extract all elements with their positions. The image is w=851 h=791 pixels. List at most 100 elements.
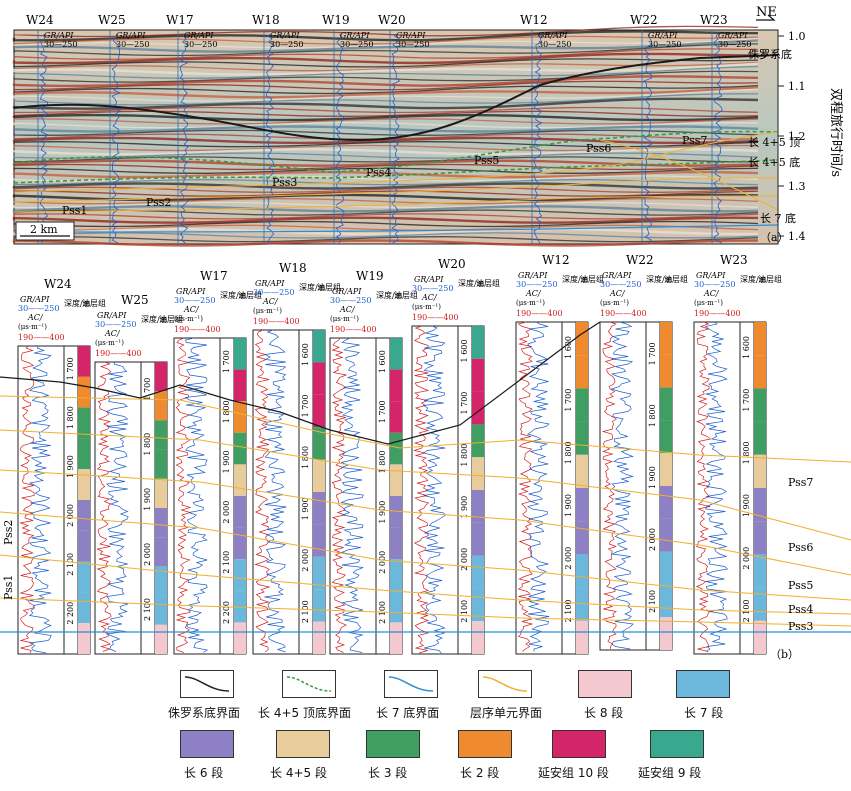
ac-unit: (μs·m⁻¹) <box>18 323 47 331</box>
gr-header: GR/API <box>97 311 127 320</box>
ac-header: AC/ <box>703 289 720 298</box>
strat-segment <box>78 592 90 624</box>
strat-segment <box>390 401 402 433</box>
seismic-well-name: W18 <box>252 13 280 27</box>
depth-tick: 2 000 <box>564 547 573 570</box>
legend-swatch-chang6 <box>180 730 234 758</box>
seismic-pss5: Pss5 <box>474 154 499 167</box>
gr-range: 30——250 <box>516 280 557 289</box>
strat-segment <box>576 488 588 522</box>
seismic-reflector <box>12 113 759 122</box>
seismic-gr-range: 30—250 <box>538 40 571 49</box>
gr-range: 30——250 <box>253 288 294 297</box>
strat-segment <box>78 561 90 593</box>
depth-tick: 1 700 <box>301 395 310 418</box>
strat-header: 油层组 <box>476 278 500 288</box>
seismic-pss6: Pss6 <box>586 142 611 155</box>
sequence-boundary-4 <box>599 139 779 211</box>
time-axis-label: 双程旅行时间/s <box>828 88 843 177</box>
strat-segment <box>754 454 766 488</box>
well-name: W23 <box>720 253 748 267</box>
legend-swatch-chang7-base <box>384 670 438 698</box>
scale-bar-text: 2 km <box>30 223 58 236</box>
corr-seq-c <box>0 469 851 576</box>
well-name: W22 <box>626 253 654 267</box>
seismic-reflector <box>13 190 759 197</box>
depth-tick: 1 800 <box>143 433 152 456</box>
seismic-reflector <box>12 97 759 110</box>
depth-tick: 1 800 <box>564 441 573 464</box>
well-name: W12 <box>542 253 570 267</box>
ac-curve <box>601 321 618 650</box>
strat-segment <box>78 500 90 531</box>
legend-swatch-sequence-boundary <box>478 670 532 698</box>
time-tick-label: 1.4 <box>788 230 806 243</box>
depth-tick: 2 100 <box>66 553 75 576</box>
strat-segment <box>313 589 325 622</box>
well-column-w12: W12GR/API30——250AC/(μs·m⁻¹)190——400深度/m油… <box>515 253 604 655</box>
seismic-reflector <box>12 125 759 133</box>
seismic-gr-range: 30—250 <box>44 40 77 49</box>
depth-tick: 1 600 <box>378 350 387 373</box>
panel-a-seismic: W24GR/API30—250W25GR/API30—250W17GR/API3… <box>12 5 843 247</box>
strat-segment <box>155 508 167 538</box>
gr-header: GR/API <box>176 287 206 296</box>
gr-range: 30——250 <box>694 280 735 289</box>
depth-tick: 1 800 <box>222 400 231 423</box>
strat-segment <box>390 496 402 528</box>
well-name: W25 <box>121 293 149 307</box>
depth-tick: 1 900 <box>460 496 469 519</box>
depth-tick: 1 700 <box>222 350 231 373</box>
ac-range: 190——400 <box>516 309 563 318</box>
strat-segment <box>754 421 766 455</box>
strat-header: 油层组 <box>82 298 106 308</box>
seismic-gr-range: 30—250 <box>184 40 217 49</box>
depth-header: 深度/m <box>141 314 168 324</box>
depth-tick: 2 000 <box>143 543 152 566</box>
seismic-reflector <box>13 198 759 205</box>
ac-unit: (μs·m⁻¹) <box>253 307 282 315</box>
seismic-reflector <box>13 35 759 45</box>
strat-segment <box>660 617 672 650</box>
strat-segment <box>234 432 246 465</box>
direction-label: NE <box>756 5 777 20</box>
ac-unit: (μs·m⁻¹) <box>174 315 203 323</box>
seismic-gr-curve <box>179 33 189 244</box>
ac-curve <box>331 337 348 653</box>
well-pss3: Pss3 <box>788 620 813 633</box>
seismic-reflector <box>13 144 759 152</box>
seismic-gr-header: GR/API <box>340 31 370 40</box>
well-name: W20 <box>438 257 466 271</box>
strat-segment <box>472 326 484 359</box>
well-column-w19: W19GR/API30——250AC/(μs·m⁻¹)190——400深度/m油… <box>329 269 418 655</box>
seismic-well-name: W20 <box>378 13 406 27</box>
strat-segment <box>660 354 672 388</box>
depth-tick: 1 700 <box>143 378 152 401</box>
strat-segment <box>234 527 246 560</box>
seismic-reflector <box>13 201 759 209</box>
seismic-reflector <box>13 236 759 243</box>
seismic-gr-curve <box>111 33 121 244</box>
seismic-reflector <box>13 163 759 171</box>
strat-segment <box>78 407 90 439</box>
well-name: W18 <box>279 261 307 275</box>
depth-tick: 2 000 <box>222 501 231 524</box>
depth-header: 深度/m <box>220 290 247 300</box>
legend-swatch-chang3 <box>366 730 420 758</box>
strat-header: 油层组 <box>758 274 782 284</box>
seismic-gr-range: 30—250 <box>396 40 429 49</box>
seismic-reflector <box>13 43 759 57</box>
strat-header: 油层组 <box>238 290 262 300</box>
depth-tick: 2 200 <box>66 602 75 625</box>
strat-segment <box>155 478 167 508</box>
gr-curve <box>704 321 729 652</box>
depth-tick: 1 700 <box>66 357 75 380</box>
seismic-reflector <box>13 152 759 159</box>
time-tick-label: 1.3 <box>788 180 806 193</box>
depth-tick: 2 000 <box>301 549 310 572</box>
seismic-gr-header: GR/API <box>718 31 748 40</box>
seismic-reflector <box>13 110 759 117</box>
time-axis: 1.01.11.21.31.4 <box>777 30 806 243</box>
time-tick-label: 1.1 <box>788 80 806 93</box>
depth-header: 深度/m <box>646 274 673 284</box>
